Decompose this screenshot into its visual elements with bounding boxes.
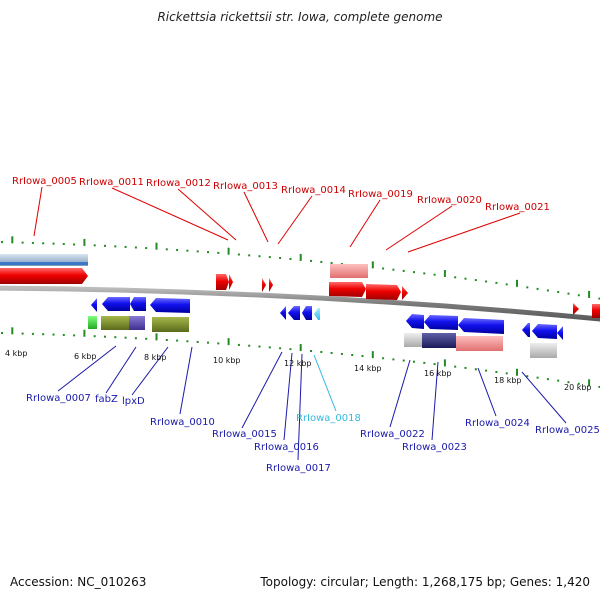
leader-line — [407, 212, 521, 253]
gene-arrow-forward — [592, 304, 600, 318]
gene-label-rriowa-0016[interactable]: RrIowa_0016 — [254, 442, 319, 453]
inner-tick-ring — [1, 327, 600, 388]
gene-label-rriowa-0012[interactable]: RrIowa_0012 — [146, 178, 211, 189]
gene-arrow-reverse — [150, 298, 190, 313]
gene-label-rriowa-0017[interactable]: RrIowa_0017 — [266, 463, 331, 474]
gene-label-rriowa-0025[interactable]: RrIowa_0025 — [535, 425, 600, 436]
leader-line — [179, 346, 193, 415]
leader-line — [243, 191, 269, 243]
gene-arrow-reverse — [102, 297, 130, 311]
gene-label-fabz[interactable]: fabZ — [95, 394, 118, 405]
accession-text: Accession: NC_010263 — [10, 575, 147, 589]
track-bar-navy — [422, 333, 456, 348]
gene-arrow-reverse — [522, 323, 530, 337]
gene-arrow-forward — [216, 274, 229, 290]
gene-arrow-reverse — [130, 297, 146, 311]
track-bar-olive-a — [101, 316, 129, 330]
track-bar-green — [88, 316, 97, 329]
gene-arrow-reverse — [406, 314, 424, 329]
genome-backbone — [0, 285, 600, 322]
gene-arrow-reverse — [280, 306, 286, 320]
gene-arrow-forward — [269, 278, 273, 292]
leader-line — [431, 361, 439, 441]
gene-label-rriowa-0023[interactable]: RrIowa_0023 — [402, 442, 467, 453]
gene-label-rriowa-0018[interactable]: RrIowa_0018 — [296, 413, 361, 424]
leader-line — [277, 195, 313, 245]
kbp-label: 16 kbp — [424, 369, 452, 378]
leader-line — [349, 199, 381, 248]
leader-line — [385, 205, 453, 251]
gene-label-rriowa-0011[interactable]: RrIowa_0011 — [79, 177, 144, 188]
track-bar-blue-thin — [0, 262, 88, 265]
track-bar-pink-b — [456, 336, 503, 351]
leader-line — [105, 346, 137, 394]
track-bar-gray-b — [530, 343, 557, 358]
gene-label-rriowa-0020[interactable]: RrIowa_0020 — [417, 195, 482, 206]
gene-arrow-forward — [402, 286, 408, 300]
gene-arrow-reverse — [458, 318, 504, 334]
gene-arrow-reverse — [91, 298, 97, 312]
gene-label-rriowa-0014[interactable]: RrIowa_0014 — [281, 185, 346, 196]
leader-line — [477, 367, 497, 417]
bottom-gene-labels: RrIowa_0007 fabZ lpxD RrIowa_0010 RrIowa… — [26, 393, 600, 474]
gene-arrow-reverse — [424, 315, 458, 330]
gene-arrow-forward — [0, 268, 88, 284]
gene-label-rriowa-0013[interactable]: RrIowa_0013 — [213, 181, 278, 192]
gene-label-lpxd[interactable]: lpxD — [122, 396, 145, 407]
outer-tick-ring — [1, 236, 600, 300]
kbp-labels: 4 kbp 6 kbp 8 kbp 10 kbp 12 kbp 14 kbp 1… — [5, 349, 592, 392]
gene-arrow-reverse — [532, 324, 557, 339]
gene-arrow-reverse — [557, 326, 563, 340]
leader-line — [57, 345, 117, 392]
gene-arrow-reverse — [314, 308, 320, 320]
map-title: Rickettsia rickettsii str. Iowa, complet… — [157, 10, 443, 24]
genome-summary-text: Topology: circular; Length: 1,268,175 bp… — [260, 575, 590, 589]
kbp-label: 18 kbp — [494, 376, 522, 385]
leader-line — [111, 187, 229, 241]
gene-label-rriowa-0007[interactable]: RrIowa_0007 — [26, 393, 91, 404]
gene-label-rriowa-0021[interactable]: RrIowa_0021 — [485, 202, 550, 213]
kbp-label: 20 kbp — [564, 383, 592, 392]
gene-label-rriowa-0010[interactable]: RrIowa_0010 — [150, 417, 215, 428]
gene-label-rriowa-0019[interactable]: RrIowa_0019 — [348, 189, 413, 200]
feature-tracks — [0, 254, 557, 358]
leader-line — [283, 352, 293, 441]
gene-arrow-reverse — [302, 306, 312, 320]
kbp-label: 8 kbp — [144, 353, 166, 362]
kbp-label: 12 kbp — [284, 359, 312, 368]
top-gene-labels: RrIowa_0005 RrIowa_0011 RrIowa_0012 RrIo… — [12, 176, 550, 213]
gene-arrow-forward — [329, 282, 366, 297]
kbp-label: 10 kbp — [213, 356, 241, 365]
leader-line — [297, 353, 303, 461]
kbp-label: 6 kbp — [74, 352, 96, 361]
leader-line — [313, 354, 337, 412]
gene-arrow-forward — [573, 303, 579, 315]
gene-label-rriowa-0024[interactable]: RrIowa_0024 — [465, 418, 530, 429]
gene-arrow-forward — [366, 284, 401, 300]
leader-line — [521, 371, 567, 424]
leader-line — [131, 346, 169, 396]
track-bar-pink — [330, 264, 368, 278]
gene-arrow-forward — [229, 274, 233, 290]
gene-label-rriowa-0005[interactable]: RrIowa_0005 — [12, 176, 77, 187]
kbp-label: 4 kbp — [5, 349, 27, 358]
track-bar-olive-b — [152, 317, 189, 332]
bottom-leader-lines — [57, 345, 567, 461]
gene-arrow-forward — [262, 278, 266, 292]
kbp-label: 14 kbp — [354, 364, 382, 373]
track-bar-gray-a — [404, 333, 424, 347]
gene-arrow-reverse — [288, 306, 300, 320]
leader-line — [389, 359, 411, 428]
gene-arrows — [0, 268, 600, 340]
gene-label-rriowa-0022[interactable]: RrIowa_0022 — [360, 429, 425, 440]
gene-label-rriowa-0015[interactable]: RrIowa_0015 — [212, 429, 277, 440]
leader-line — [177, 188, 237, 241]
leader-line — [241, 351, 283, 429]
top-leader-lines — [33, 186, 521, 253]
leader-line — [33, 186, 43, 237]
track-bar-purple — [129, 316, 145, 330]
